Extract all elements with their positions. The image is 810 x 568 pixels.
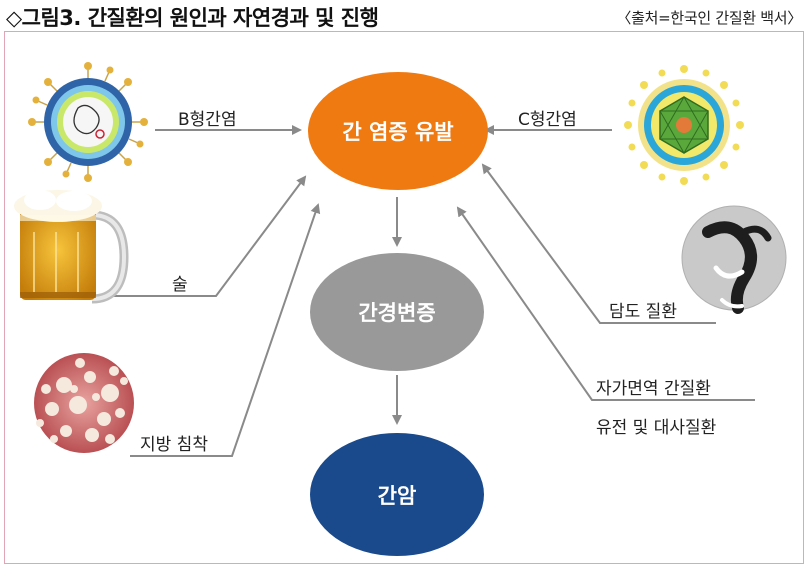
arrow-biliary bbox=[481, 163, 716, 324]
node-cirrhosis: 간경변증 bbox=[310, 253, 484, 371]
label-autoimmune: 자가면역 간질환 bbox=[596, 379, 711, 399]
arrow-autoimmune-genetic bbox=[456, 206, 755, 401]
label-fatty-liver: 지방 침착 bbox=[140, 435, 208, 455]
fatty-liver-tissue-icon bbox=[34, 353, 134, 453]
hepatitis-b-virus-icon bbox=[28, 62, 148, 182]
label-hepatitis-b: B형간염 bbox=[178, 110, 237, 130]
diagram-frame bbox=[4, 31, 804, 564]
figure-title: ◇그림3. 간질환의 원인과 자연경과 및 진행 bbox=[6, 6, 379, 30]
node-cirrhosis-label: 간경변증 bbox=[358, 301, 436, 325]
label-alcohol: 술 bbox=[172, 275, 188, 295]
node-liver-cancer-label: 간암 bbox=[377, 483, 417, 508]
arrow-fatty-liver bbox=[130, 203, 321, 457]
source-citation: 〈출처=한국인 간질환 백서〉 bbox=[616, 9, 802, 27]
label-genetic: 유전 및 대사질환 bbox=[596, 418, 717, 438]
label-biliary: 담도 질환 bbox=[609, 302, 677, 322]
label-hepatitis-c: C형간염 bbox=[518, 110, 577, 130]
hepatitis-c-virus-icon bbox=[624, 65, 744, 185]
biliary-xray-icon bbox=[681, 205, 787, 314]
arrow-alcohol bbox=[105, 175, 307, 297]
node-liver-cancer: 간암 bbox=[310, 433, 484, 556]
beer-mug-icon bbox=[14, 190, 129, 304]
node-liver-inflammation: 간 염증 유발 bbox=[308, 72, 488, 190]
node-liver-inflammation-label: 간 염증 유발 bbox=[342, 120, 454, 144]
